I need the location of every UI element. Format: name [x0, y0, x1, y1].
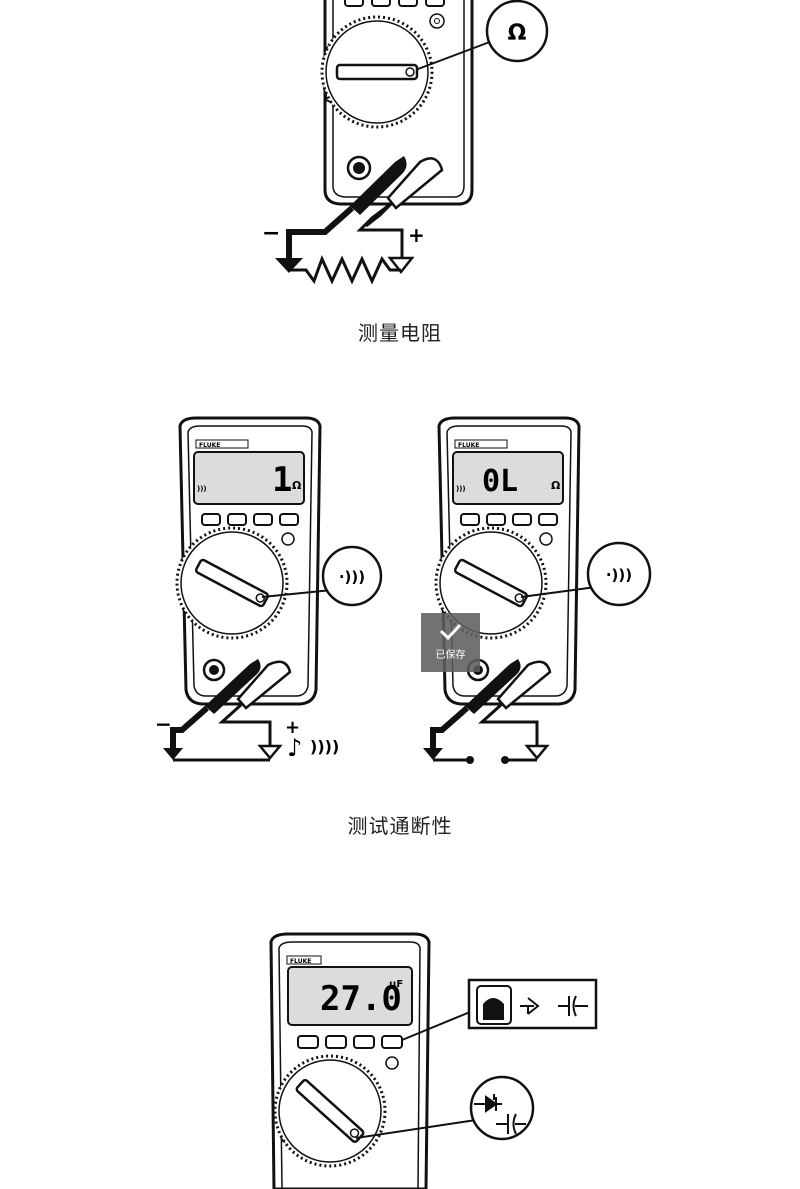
- continuity-callout: [321, 545, 383, 607]
- black-probe: [465, 659, 521, 714]
- meter-continuity-right: FLUKE 0L Ω ))) ·))): [423, 416, 652, 764]
- lcd-unit: μF: [389, 979, 403, 990]
- rotary-dial: [175, 526, 289, 640]
- ohm-callout: [417, 0, 549, 70]
- black-probe: [205, 659, 261, 714]
- lcd-reading: 27.0: [320, 979, 402, 1019]
- beep-icon: ))): [456, 485, 466, 493]
- lcd-unit: Ω: [551, 479, 561, 492]
- backlight-icon: [281, 532, 295, 546]
- backlight-icon: [539, 532, 553, 546]
- ohm-symbol: Ω: [508, 21, 527, 46]
- meter-resistance-top: Ω − +: [262, 0, 549, 285]
- lcd-unit: Ω: [292, 479, 302, 492]
- minus-sign: −: [262, 221, 280, 246]
- capacitor-icon: [496, 1113, 526, 1135]
- brand-logo: FLUKE: [458, 442, 479, 449]
- diode-icon: [520, 997, 540, 1015]
- red-probe: [356, 157, 444, 275]
- rotary-dial: [273, 1054, 387, 1168]
- diode-cap-callout: [469, 1075, 535, 1141]
- lcd-reading: 1: [272, 460, 292, 500]
- meter-buttons: [460, 513, 558, 526]
- meter-capacitance: FLUKE 27.0 μF: [269, 932, 598, 1189]
- brand-logo: FLUKE: [290, 958, 311, 965]
- saved-label: 已保存: [435, 650, 466, 661]
- backlight-icon: [429, 13, 445, 29]
- minus-sign: −: [155, 712, 172, 736]
- rotary-dial: [320, 15, 434, 129]
- diode-icon: [474, 1094, 502, 1113]
- meter-continuity-left: FLUKE 1 Ω ))) ·))) −: [155, 416, 383, 762]
- plus-sign: +: [285, 717, 300, 738]
- beep-icon: ))): [197, 485, 207, 493]
- black-probe: [275, 156, 407, 273]
- caption-continuity: 测试通断性: [347, 814, 453, 838]
- capacitor-icon: [558, 995, 588, 1017]
- beep-icon: ·))): [339, 568, 365, 586]
- resistor-symbol: [289, 255, 401, 285]
- red-probe: [496, 660, 552, 710]
- button-callout-box: [467, 978, 598, 1030]
- saved-badge[interactable]: 已保存: [421, 613, 480, 672]
- finger-press-icon: [483, 998, 504, 1020]
- plus-sign: +: [408, 223, 425, 247]
- sound-waves-icon: )))): [310, 737, 339, 756]
- meter-buttons: [201, 513, 299, 526]
- caption-resistance: 测量电阻: [358, 321, 442, 345]
- meter-buttons: [344, 0, 445, 7]
- meter-buttons: [297, 1035, 403, 1049]
- com-jack: [346, 155, 372, 181]
- music-note-icon: ♪: [287, 734, 302, 762]
- lcd-reading: 0L: [482, 464, 518, 499]
- backlight-icon: [385, 1056, 399, 1070]
- checkmark-icon: [439, 623, 462, 641]
- red-probe: [236, 660, 292, 710]
- brand-logo: FLUKE: [199, 442, 220, 449]
- beep-icon: ·))): [606, 566, 632, 584]
- continuity-callout: [586, 541, 652, 607]
- rotary-dial: [434, 526, 548, 640]
